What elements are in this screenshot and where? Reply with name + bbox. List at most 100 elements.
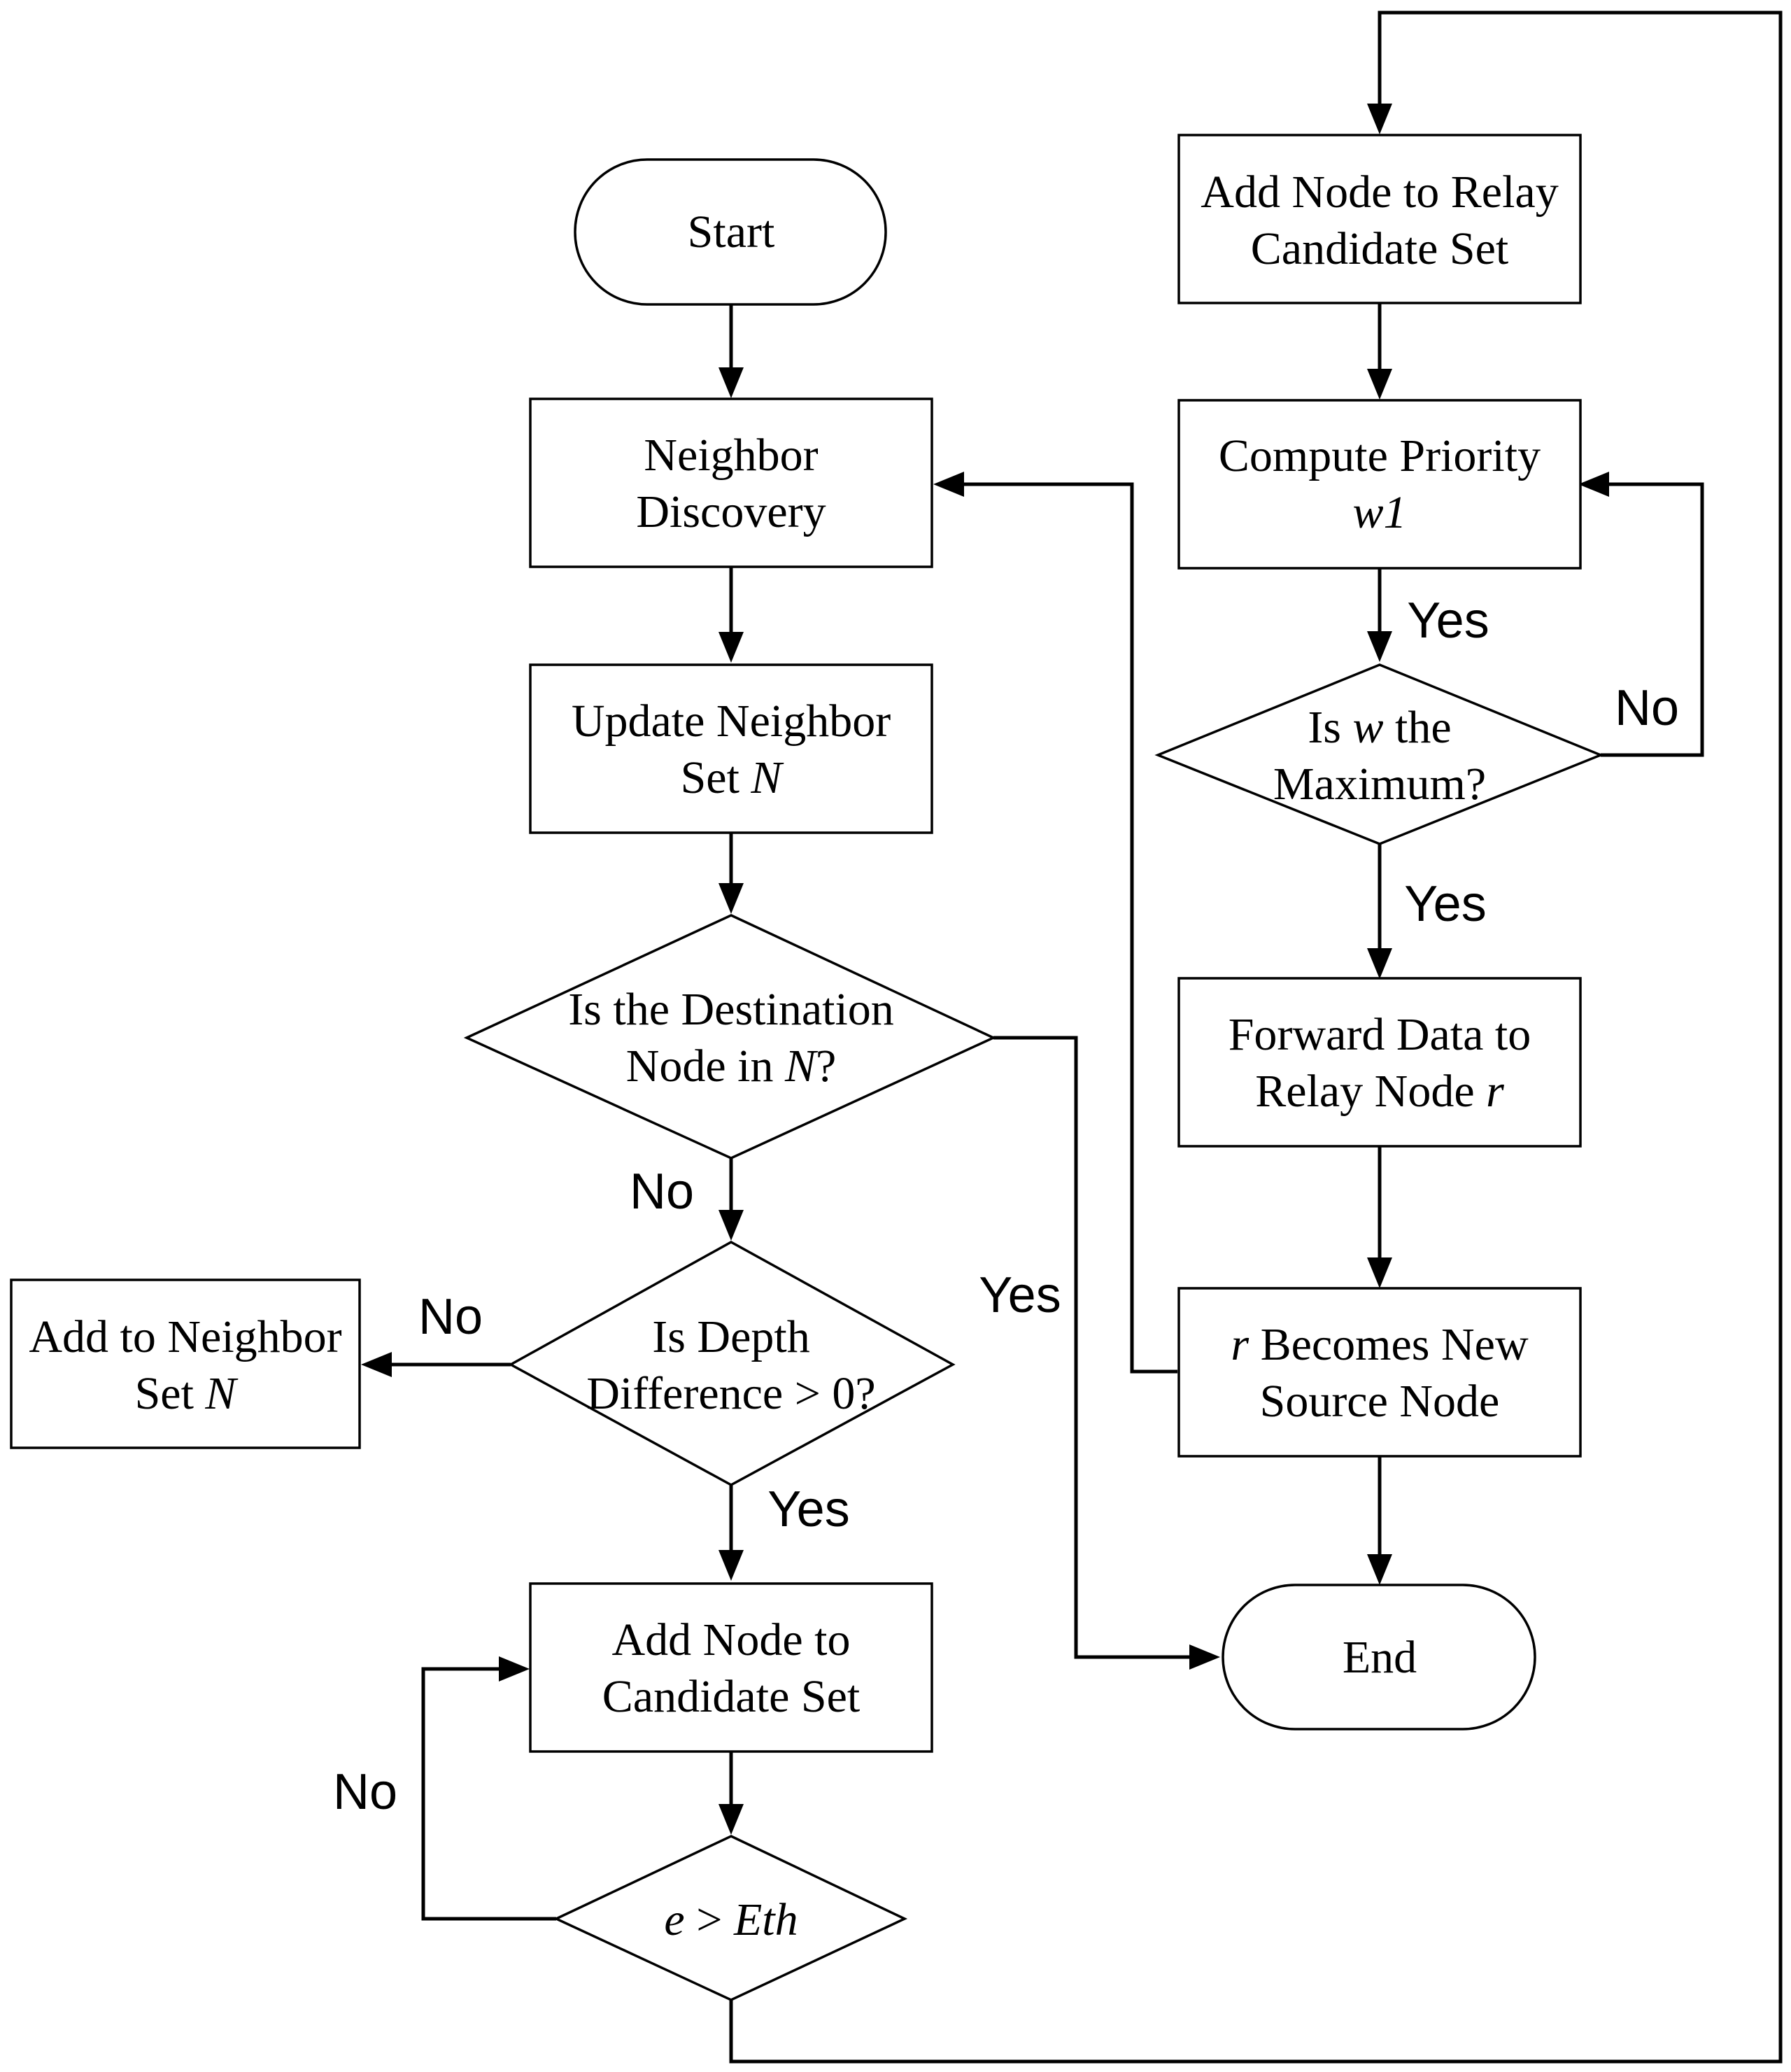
edge-destcheck-yes	[993, 1036, 1189, 1659]
arrowhead	[718, 632, 744, 663]
w-max-line1: Is w the	[1308, 702, 1451, 753]
add-relay-candidate-line1: Add Node to Relay	[1201, 167, 1558, 218]
arrowhead	[1367, 1257, 1392, 1288]
arrowhead	[718, 1550, 744, 1581]
depth-check-line2: Difference > 0?	[586, 1368, 875, 1419]
w-max-diamond	[1154, 663, 1604, 845]
arrowhead	[718, 367, 744, 398]
text-run: Set	[681, 752, 751, 803]
update-neighbor-line2: Set N	[681, 752, 785, 803]
var-n: N	[750, 752, 784, 803]
start-terminal	[574, 158, 887, 306]
node-destination-check: Is the Destination Node in N?	[463, 914, 997, 1160]
arrowhead	[1189, 1644, 1220, 1670]
node-compute-priority: Compute Priority w1	[1177, 399, 1582, 570]
text-run: Node in	[626, 1041, 785, 1092]
text-run: Set	[135, 1368, 206, 1419]
label-energy-no: No	[333, 1764, 397, 1820]
node-depth-check: Is Depth Difference > 0?	[508, 1240, 956, 1486]
var-eth: Eth	[733, 1894, 798, 1945]
operator: >	[685, 1894, 734, 1945]
add-neighbor-set-line2: Set N	[135, 1368, 239, 1419]
text-run: Becomes New	[1249, 1319, 1529, 1370]
text-run: ?	[816, 1041, 836, 1092]
start-label: Start	[688, 206, 775, 258]
node-neighbor-discovery: Neighbor Discovery	[529, 397, 933, 568]
arrowhead	[933, 472, 964, 497]
var-r: r	[1231, 1319, 1249, 1370]
neighbor-discovery-line1: Neighbor	[644, 430, 818, 481]
add-candidate-line2: Candidate Set	[602, 1671, 860, 1722]
new-source-line1: r Becomes New	[1231, 1319, 1529, 1370]
arrowhead	[1367, 1554, 1392, 1585]
arrowhead	[1367, 369, 1392, 400]
new-source-box	[1177, 1287, 1582, 1458]
forward-data-line1: Forward Data to	[1229, 1009, 1531, 1060]
label-priority-yes: Yes	[1407, 593, 1489, 649]
energy-check-label: e > Eth	[664, 1894, 798, 1945]
add-candidate-box	[529, 1582, 933, 1753]
label-destination-yes: Yes	[979, 1267, 1061, 1323]
end-label: End	[1343, 1632, 1417, 1683]
var-n: N	[784, 1041, 819, 1092]
label-w-max-yes: Yes	[1404, 876, 1486, 932]
neighbor-discovery-box	[529, 397, 933, 568]
text-run: Is	[1308, 702, 1352, 753]
label-depth-no: No	[418, 1289, 483, 1345]
text-run: Relay Node	[1255, 1066, 1486, 1117]
depth-check-diamond	[508, 1240, 956, 1486]
arrowhead	[718, 1210, 744, 1241]
edge-energy-yes-loop	[729, 10, 1783, 2064]
add-relay-candidate-box	[1177, 134, 1582, 304]
var-e: e	[664, 1894, 684, 1945]
destination-check-diamond	[463, 914, 997, 1160]
node-w-max-check: Is w the Maximum?	[1154, 663, 1604, 845]
w-max-line2: Maximum?	[1273, 759, 1486, 810]
node-start: Start	[574, 158, 887, 306]
update-neighbor-line1: Update Neighbor	[572, 696, 891, 747]
arrowhead	[1367, 104, 1392, 134]
node-forward-data: Forward Data to Relay Node r	[1177, 977, 1582, 1148]
edge-labels: No Yes No Yes No Yes No Yes	[333, 593, 1679, 1820]
arrowhead	[718, 883, 744, 914]
edge-energy-no-loop	[421, 1667, 556, 1921]
var-n: N	[204, 1368, 239, 1419]
var-w: w	[1353, 702, 1384, 753]
arrowhead	[1367, 631, 1392, 662]
add-neighbor-set-box	[10, 1278, 361, 1449]
node-add-neighbor-set: Add to Neighbor Set N	[10, 1278, 361, 1449]
var-r: r	[1486, 1066, 1504, 1117]
new-source-line2: Source Node	[1260, 1376, 1500, 1427]
compute-priority-box	[1177, 399, 1582, 570]
compute-priority-line1: Compute Priority	[1219, 430, 1541, 481]
add-relay-candidate-line2: Candidate Set	[1251, 223, 1508, 274]
forward-data-line2: Relay Node r	[1255, 1066, 1504, 1117]
label-w-max-no: No	[1615, 680, 1679, 736]
neighbor-discovery-line2: Discovery	[636, 486, 826, 537]
arrowhead	[499, 1656, 530, 1682]
label-destination-no: No	[630, 1164, 694, 1220]
arrowhead	[1367, 948, 1392, 979]
end-terminal	[1222, 1584, 1536, 1731]
compute-priority-line2: w1	[1352, 487, 1406, 538]
label-depth-yes: Yes	[767, 1481, 849, 1537]
text-run: the	[1384, 702, 1452, 753]
connectors	[361, 10, 1783, 2064]
destination-check-line1: Is the Destination	[568, 984, 894, 1035]
node-add-candidate: Add Node to Candidate Set	[529, 1582, 933, 1753]
node-end: End	[1222, 1584, 1536, 1731]
forward-data-box	[1177, 977, 1582, 1148]
arrowhead	[718, 1804, 744, 1835]
arrowhead	[361, 1352, 392, 1377]
add-candidate-line1: Add Node to	[612, 1614, 851, 1665]
node-new-source: r Becomes New Source Node	[1177, 1287, 1582, 1458]
add-neighbor-set-line1: Add to Neighbor	[29, 1311, 341, 1362]
node-update-neighbor: Update Neighbor Set N	[529, 663, 933, 834]
arrowhead	[1578, 472, 1609, 497]
depth-check-line1: Is Depth	[652, 1311, 809, 1362]
edge-newsource-to-discovery	[964, 482, 1177, 1374]
energy-check-diamond	[553, 1835, 908, 2001]
destination-check-line2: Node in N?	[626, 1041, 837, 1092]
update-neighbor-box	[529, 663, 933, 834]
